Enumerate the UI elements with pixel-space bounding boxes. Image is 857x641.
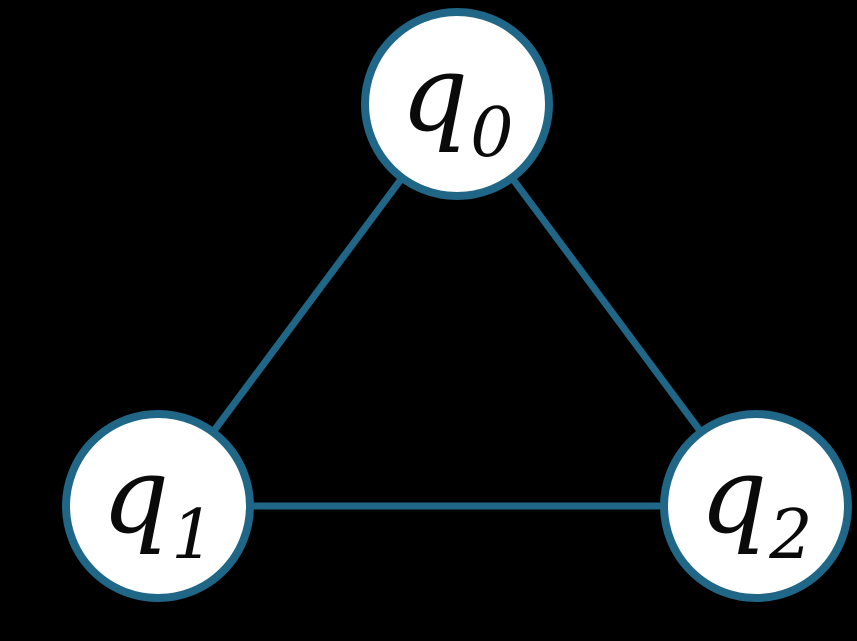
state-label-q1: q1 xyxy=(101,443,214,570)
state-label-base: q xyxy=(400,32,469,155)
state-label-q0: q0 xyxy=(400,41,513,168)
state-label-base: q xyxy=(101,434,170,557)
state-label-q2: q2 xyxy=(699,443,812,570)
state-label-subscript: 0 xyxy=(470,94,514,173)
state-node-q2: q2 xyxy=(660,410,852,602)
state-label-base: q xyxy=(699,434,768,557)
state-label-subscript: 2 xyxy=(769,496,813,575)
state-label-subscript: 1 xyxy=(171,496,215,575)
state-node-q0: q0 xyxy=(361,8,553,200)
state-node-q1: q1 xyxy=(62,410,254,602)
